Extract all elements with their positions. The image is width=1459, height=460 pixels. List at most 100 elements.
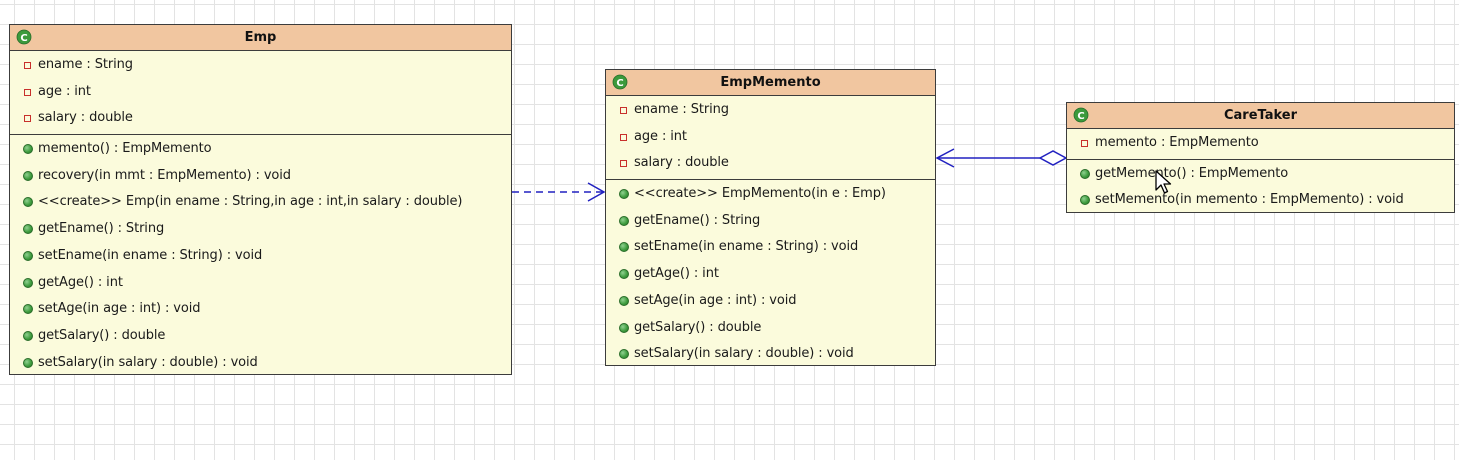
attribute[interactable]: age : int (10, 79, 511, 106)
attributes-section: ename : String age : int salary : double (10, 51, 511, 136)
class-name: Emp (244, 30, 277, 45)
attribute-label: salary : double (38, 110, 133, 126)
operation[interactable]: setMemento(in memento : EmpMemento) : vo… (1067, 187, 1454, 214)
operation-label: setSalary(in salary : double) : void (38, 354, 258, 370)
public-operation-icon (1080, 195, 1090, 206)
public-operation-icon (619, 242, 629, 253)
operation[interactable]: getAge() : int (606, 261, 935, 288)
operation-label: setSalary(in salary : double) : void (634, 346, 854, 362)
public-operation-icon (23, 330, 33, 341)
operation-label: <<create>> EmpMemento(in e : Emp) (634, 186, 886, 202)
operation-label: memento() : EmpMemento (38, 141, 212, 157)
aggregation-connector[interactable] (935, 148, 1068, 168)
operation[interactable]: getEname() : String (606, 208, 935, 235)
operation[interactable]: <<create>> Emp(in ename : String,in age … (10, 189, 511, 216)
attribute-label: age : int (38, 83, 91, 99)
attribute[interactable]: age : int (606, 124, 935, 151)
class-caretaker[interactable]: C CareTaker memento : EmpMemento getMeme… (1066, 102, 1455, 213)
operation[interactable]: getAge() : int (10, 270, 511, 297)
class-c-icon: C (16, 29, 32, 45)
attribute[interactable]: ename : String (10, 52, 511, 79)
public-operation-icon (619, 215, 629, 226)
operations-section: getMemento() : EmpMemento setMemento(in … (1067, 160, 1454, 216)
operation[interactable]: getSalary() : double (606, 315, 935, 342)
public-operation-icon (23, 170, 33, 181)
public-operation-icon (23, 357, 33, 368)
operation[interactable]: setSalary(in salary : double) : void (606, 341, 935, 368)
operation[interactable]: getMemento() : EmpMemento (1067, 161, 1454, 188)
operation-label: recovery(in mmt : EmpMemento) : void (38, 167, 291, 183)
operation[interactable]: setSalary(in salary : double) : void (10, 350, 511, 377)
private-attribute-icon (24, 115, 31, 123)
operation[interactable]: recovery(in mmt : EmpMemento) : void (10, 163, 511, 190)
attribute[interactable]: memento : EmpMemento (1067, 130, 1454, 157)
svg-text:C: C (20, 33, 27, 44)
private-attribute-icon (620, 107, 627, 114)
operation-label: getEname() : String (38, 221, 165, 237)
public-operation-icon (1080, 168, 1090, 179)
attribute[interactable]: ename : String (606, 97, 935, 124)
class-name: EmpMemento (720, 75, 821, 90)
public-operation-icon (23, 250, 33, 261)
operation[interactable]: <<create>> EmpMemento(in e : Emp) (606, 181, 935, 208)
operation[interactable]: setEname(in ename : String) : void (606, 234, 935, 261)
operation-label: setEname(in ename : String) : void (634, 239, 859, 255)
attribute-label: salary : double (634, 155, 729, 171)
operation-label: getAge() : int (38, 274, 123, 290)
private-attribute-icon (620, 133, 627, 141)
operations-section: <<create>> EmpMemento(in e : Emp) getEna… (606, 180, 935, 370)
operation[interactable]: setAge(in age : int) : void (10, 296, 511, 323)
operation[interactable]: getEname() : String (10, 216, 511, 243)
attribute-label: age : int (634, 128, 687, 144)
class-c-icon: C (612, 74, 628, 90)
dependency-arrowhead-icon (587, 182, 606, 202)
public-operation-icon (619, 349, 629, 360)
operation-label: getEname() : String (634, 212, 761, 228)
operation-label: setAge(in age : int) : void (38, 301, 201, 317)
operation-label: getSalary() : double (634, 319, 762, 335)
operations-section: memento() : EmpMemento recovery(in mmt :… (10, 135, 511, 378)
attributes-section: memento : EmpMemento (1067, 129, 1454, 160)
public-operation-icon (619, 189, 629, 200)
operation-label: getSalary() : double (38, 327, 166, 343)
public-operation-icon (23, 277, 33, 288)
public-operation-icon (619, 295, 629, 306)
operation-label: setMemento(in memento : EmpMemento) : vo… (1095, 192, 1404, 208)
attribute-label: ename : String (634, 102, 729, 117)
operation[interactable]: setAge(in age : int) : void (606, 288, 935, 315)
public-operation-icon (619, 269, 629, 280)
public-operation-icon (23, 197, 33, 208)
operation[interactable]: memento() : EmpMemento (10, 136, 511, 163)
class-emp[interactable]: C Emp ename : String age : int salary : … (9, 24, 512, 375)
attribute-label: memento : EmpMemento (1095, 135, 1259, 150)
aggregation-arrowhead-icon (935, 148, 955, 168)
attribute[interactable]: salary : double (10, 105, 511, 132)
public-operation-icon (23, 224, 33, 235)
class-c-icon: C (1073, 107, 1089, 123)
class-empmemento[interactable]: C EmpMemento ename : String age : int sa… (605, 69, 936, 366)
class-name: CareTaker (1223, 108, 1298, 123)
class-header[interactable]: C Emp (10, 25, 511, 51)
dependency-connector[interactable] (512, 182, 606, 202)
public-operation-icon (619, 322, 629, 333)
operation-label: setAge(in age : int) : void (634, 292, 797, 308)
private-attribute-icon (1081, 140, 1088, 147)
operation-label: setEname(in ename : String) : void (38, 247, 263, 263)
operation[interactable]: getSalary() : double (10, 323, 511, 350)
operation-label: getMemento() : EmpMemento (1095, 165, 1289, 181)
class-header[interactable]: C EmpMemento (606, 70, 935, 96)
attributes-section: ename : String age : int salary : double (606, 96, 935, 181)
aggregation-diamond-icon (1038, 150, 1068, 166)
mouse-cursor-icon (1155, 170, 1172, 194)
attribute-label: ename : String (38, 57, 133, 72)
public-operation-icon (23, 144, 33, 155)
operation-label: getAge() : int (634, 266, 719, 282)
svg-text:C: C (616, 78, 623, 89)
attribute[interactable]: salary : double (606, 150, 935, 177)
public-operation-icon (23, 304, 33, 315)
operation-label: <<create>> Emp(in ename : String,in age … (38, 194, 463, 210)
class-header[interactable]: C CareTaker (1067, 103, 1454, 129)
operation[interactable]: setEname(in ename : String) : void (10, 243, 511, 270)
svg-text:C: C (1077, 111, 1084, 122)
